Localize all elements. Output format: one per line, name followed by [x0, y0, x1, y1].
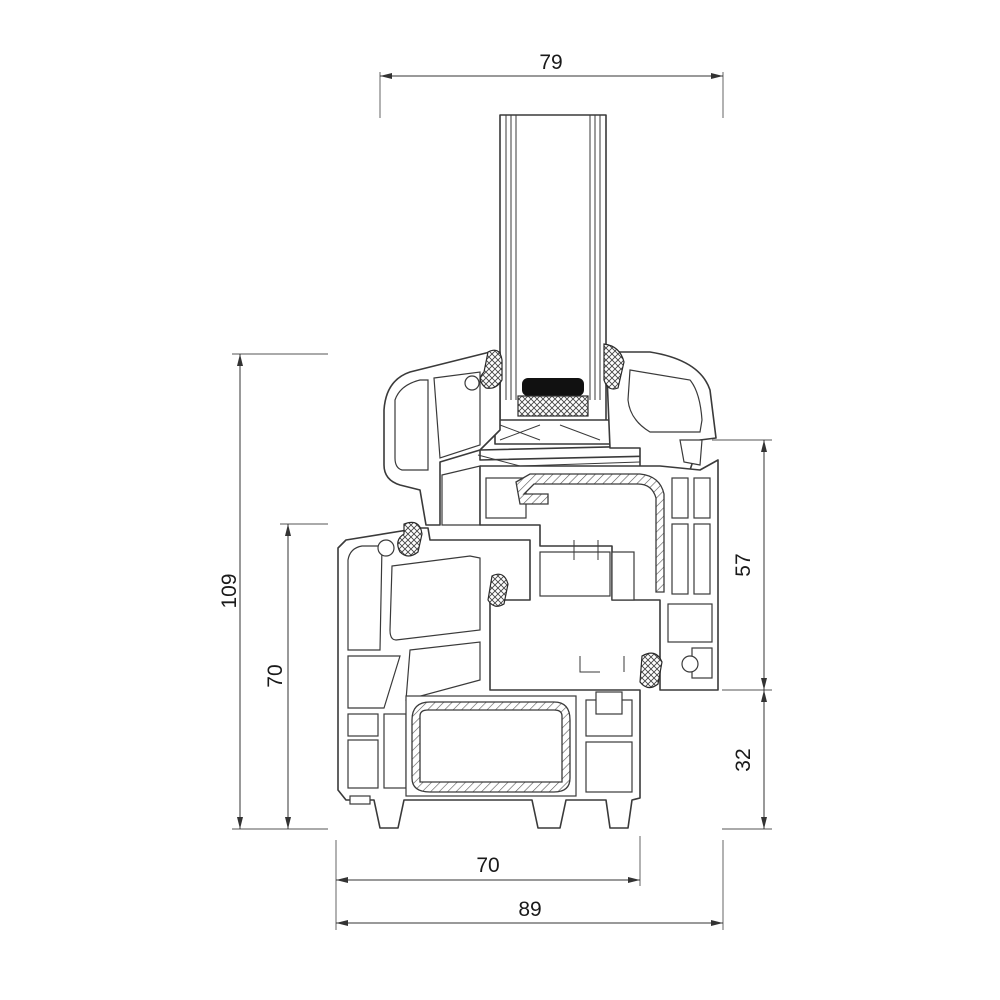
dimension-bottom-89: 89 [336, 840, 724, 930]
outer-glazing-gasket [479, 349, 503, 389]
frame-steel-reinforcement [411, 701, 571, 793]
sash-steel-reinforcement [515, 473, 665, 593]
center-gasket [487, 573, 509, 607]
inner-glazing-gasket [603, 343, 625, 390]
dimension-right-57: 57 [712, 439, 772, 691]
glass-spacer [522, 378, 584, 396]
dimension-label-89: 89 [518, 898, 541, 921]
dimension-top-79: 79 [379, 51, 724, 118]
dimension-label-57: 57 [732, 553, 755, 576]
dimension-label-70-vertical: 70 [264, 664, 287, 687]
dimension-left-70: 70 [264, 523, 328, 829]
sash-inner-gasket [639, 652, 663, 689]
dimension-label-70-horizontal: 70 [476, 854, 499, 877]
frame-outer-gasket [397, 521, 423, 557]
dimension-left-109: 109 [218, 353, 328, 830]
dimension-label-79: 79 [539, 51, 562, 74]
dimension-label-109: 109 [218, 573, 241, 608]
insulated-glass-unit [499, 114, 607, 428]
dimension-bottom-70: 70 [335, 836, 641, 930]
gaskets [397, 343, 663, 689]
dimension-label-32: 32 [732, 748, 755, 771]
dimension-right-32: 32 [722, 690, 772, 830]
edge-seal [517, 395, 589, 417]
